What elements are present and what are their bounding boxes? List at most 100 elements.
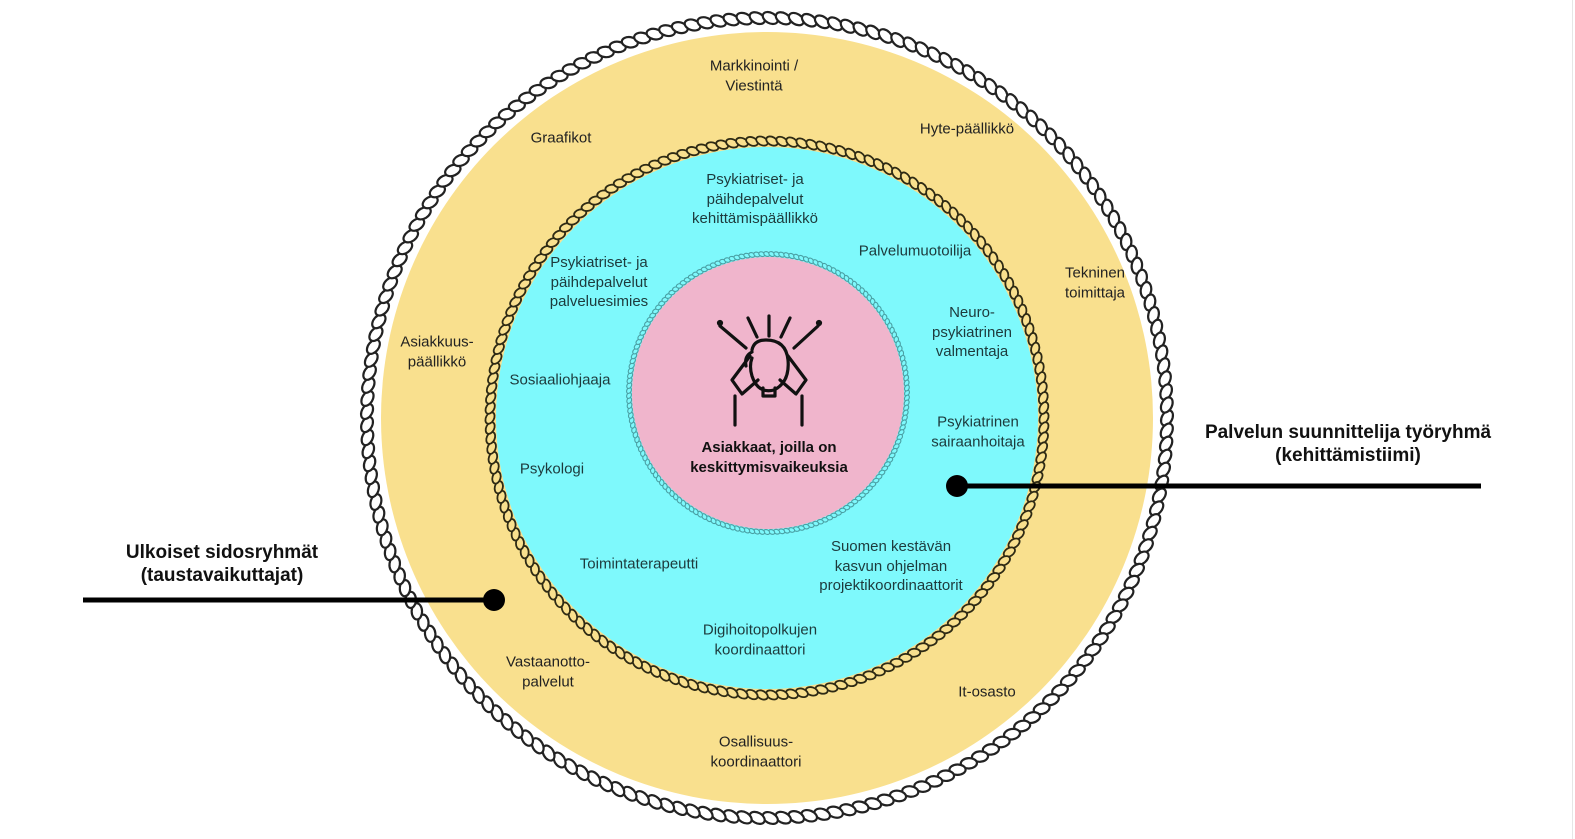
rope-link — [1070, 156, 1084, 175]
rope-link — [478, 125, 497, 139]
rope-link — [899, 171, 912, 185]
middle-item: Psykiatrinen sairaanhoitaja — [931, 413, 1025, 451]
rope-link — [972, 70, 988, 88]
rope-link — [908, 176, 920, 190]
rope-link — [735, 810, 753, 825]
rope-link — [865, 24, 882, 41]
rope-link — [1035, 451, 1047, 465]
rope-link — [1138, 538, 1154, 554]
rope-link — [997, 555, 1011, 567]
rope-link — [1158, 435, 1174, 453]
rope-link — [634, 790, 650, 806]
center-circle — [632, 257, 904, 529]
rope-link — [374, 300, 391, 317]
rope-link — [495, 332, 508, 346]
rope-link — [1037, 431, 1049, 445]
outer-item: Osallisuus- koordinaattori — [710, 733, 802, 771]
rope-link — [554, 594, 565, 609]
rope-link — [775, 689, 789, 700]
rope-link — [574, 764, 590, 782]
rope-link — [446, 656, 460, 675]
rope-link — [1155, 344, 1169, 363]
rope-link — [826, 16, 844, 32]
rope-link — [696, 681, 709, 694]
rope-link — [683, 18, 702, 32]
rope-link — [1078, 166, 1092, 185]
rope-link — [402, 228, 420, 244]
rope-link — [980, 580, 995, 591]
center-rope — [626, 251, 910, 535]
rope-link — [735, 136, 749, 148]
rope-link — [1013, 719, 1032, 733]
rope-link — [1158, 370, 1172, 388]
rope-link — [596, 189, 611, 200]
rope-link — [481, 695, 495, 714]
rope-link — [552, 229, 567, 241]
rope-link — [761, 810, 779, 826]
outer-item: Tekninen toimittaja — [1064, 264, 1126, 302]
rope-link — [541, 744, 556, 762]
rope-link — [1019, 509, 1033, 522]
rope-link — [614, 646, 626, 660]
rope-link — [1156, 357, 1171, 375]
rope-link — [834, 145, 848, 158]
rope-link — [1002, 546, 1016, 558]
rope-link — [981, 743, 1001, 756]
rope-link — [787, 810, 806, 824]
middle-item: Neuro- psykiatrinen valmentaja — [931, 303, 1013, 360]
rope-link — [1142, 525, 1158, 542]
rope-link — [523, 269, 537, 281]
rope-link — [1033, 461, 1046, 475]
rope-link — [1123, 574, 1140, 590]
rope-link — [745, 689, 759, 701]
left-callout-connector — [83, 589, 505, 611]
middle-item: Psykologi — [519, 460, 585, 478]
rope-link — [795, 687, 809, 699]
outer-item: It-osasto — [958, 683, 1016, 701]
rope-link — [765, 135, 779, 147]
rope-link — [955, 213, 967, 228]
rope-link — [800, 808, 819, 823]
rope-link — [513, 286, 527, 299]
rope-link — [463, 676, 477, 695]
rope-link — [1151, 487, 1167, 504]
rope-link — [1053, 136, 1067, 155]
rope-link — [938, 51, 954, 69]
rope-link — [1159, 396, 1174, 414]
rope-link — [622, 785, 638, 802]
outer-item: Asiakkuus- päällikkö — [400, 333, 474, 371]
rope-link — [368, 325, 384, 343]
rope-link — [361, 377, 376, 394]
rope-link — [528, 83, 547, 97]
middle-item: Toimintaterapeutti — [579, 555, 699, 573]
rope-link — [715, 685, 729, 698]
rope-link — [362, 364, 377, 381]
rope-link — [371, 313, 387, 330]
rope-link — [1076, 653, 1094, 668]
rope-link — [658, 669, 671, 682]
left-callout-label: Ulkoiset sidosryhmät (taustavaikuttajat) — [125, 542, 319, 586]
rope-link — [580, 201, 595, 212]
rope-link — [946, 617, 961, 628]
rope-link — [488, 116, 507, 130]
rope-link — [428, 184, 447, 199]
rope-link — [838, 803, 857, 817]
rope-link — [706, 683, 719, 696]
rope-link — [573, 208, 588, 219]
rope-link — [967, 595, 982, 607]
rope-link — [1036, 441, 1049, 455]
rope-link — [805, 138, 819, 151]
rope-link — [709, 807, 727, 823]
rope-link — [1038, 411, 1050, 425]
rope-link — [1111, 598, 1129, 613]
rope-link — [1062, 146, 1076, 165]
rope-link — [785, 688, 799, 700]
rope-link — [382, 276, 399, 292]
rope-link — [631, 656, 643, 670]
rope-link — [994, 85, 1009, 103]
rope-link — [1023, 500, 1036, 513]
rope-link — [509, 295, 522, 308]
rope-link — [961, 64, 977, 82]
center-label: Asiakkaat, joilla on keskittymisvaikeuks… — [690, 439, 848, 476]
